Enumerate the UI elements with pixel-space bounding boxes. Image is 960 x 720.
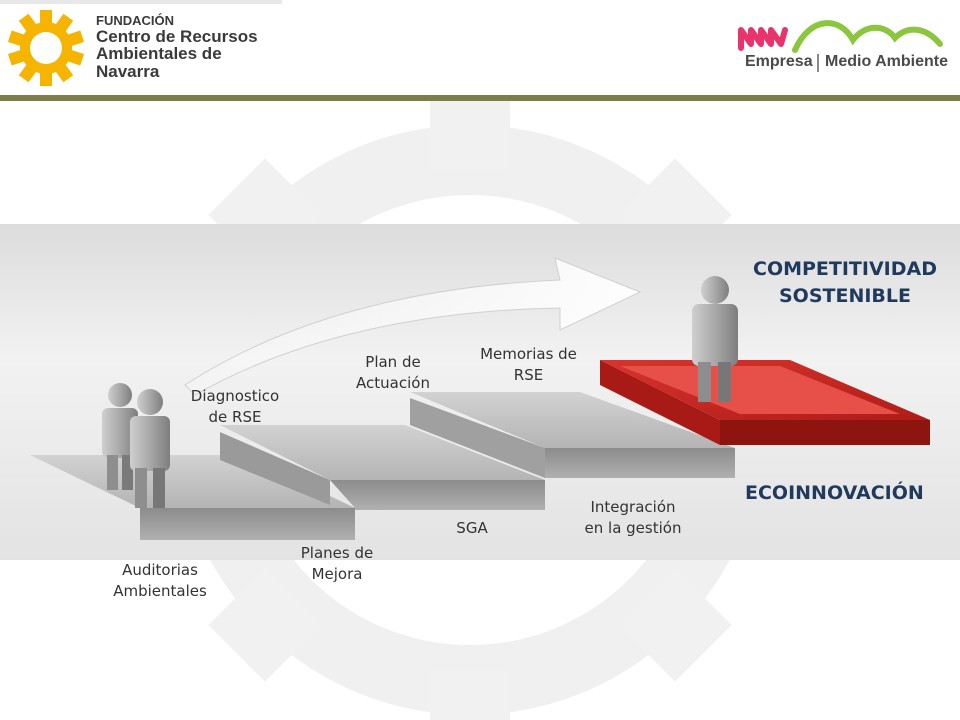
label-plan-line2: Actuación (356, 374, 430, 392)
logo-word-empresa: Empresa (745, 53, 813, 70)
label-planes-mejora: Planes de Mejora (282, 543, 392, 585)
label-sga: SGA (456, 519, 488, 537)
label-auditorias-line1: Auditorias (122, 561, 198, 579)
label-memorias-line2: RSE (513, 366, 544, 384)
header: FUNDACIÓN Centro de Recursos Ambientales… (0, 0, 960, 96)
label-diagnostico-line2: de RSE (208, 408, 262, 426)
step-3 (410, 392, 735, 478)
people-figures-start (102, 383, 170, 508)
label-diagnostico-line1: Diagnostico (190, 387, 280, 405)
label-memorias: Memorias de RSE (466, 344, 591, 386)
label-plan-line1: Plan de (365, 353, 421, 371)
gear-icon (8, 10, 84, 86)
step-4 (220, 398, 545, 505)
label-planes-line1: Planes de (300, 544, 374, 562)
label-plan-actuacion: Plan de Actuación (338, 352, 448, 394)
progress-arrow (184, 257, 642, 396)
logo-separator (817, 54, 819, 72)
person-figure-goal (692, 276, 738, 402)
label-diagnostico: Diagnostico de RSE (180, 386, 290, 428)
goal-title-line1: COMPETITIVIDAD (753, 258, 937, 280)
frnd-logo-text: FUNDACIÓN Centro de Recursos Ambientales… (96, 14, 282, 81)
label-integracion: Integración en la gestión (568, 497, 698, 539)
header-divider (0, 95, 960, 101)
logo-top-line (0, 0, 282, 4)
label-integracion-line2: en la gestión (584, 519, 682, 537)
logo-line-ambientales: Ambientales de Navarra (96, 44, 222, 82)
goal-title-line2: SOSTENIBLE (779, 285, 911, 307)
ema-logo-mark (738, 20, 943, 53)
goal-title: COMPETITIVIDAD SOSTENIBLE (725, 256, 960, 310)
logo-word-medio-ambiente: Medio Ambiente (825, 53, 948, 70)
frnd-logo: FUNDACIÓN Centro de Recursos Ambientales… (0, 0, 282, 92)
label-planes-line2: Mejora (311, 565, 363, 583)
label-memorias-line1: Memorias de (480, 345, 577, 363)
empresa-medio-ambiente-logo: Empresa Medio Ambiente (735, 18, 950, 90)
step-2 (220, 425, 545, 510)
logo-line-centro: Centro de Recursos (96, 26, 258, 46)
goal-platform (600, 360, 930, 445)
ecoinnovacion-label: ECOINNOVACIÓN (745, 482, 924, 504)
label-integracion-line1: Integración (590, 498, 676, 516)
logo-line-fundacion: FUNDACIÓN (96, 13, 174, 28)
label-auditorias: Auditorias Ambientales (100, 560, 220, 602)
label-auditorias-line2: Ambientales (113, 582, 207, 600)
